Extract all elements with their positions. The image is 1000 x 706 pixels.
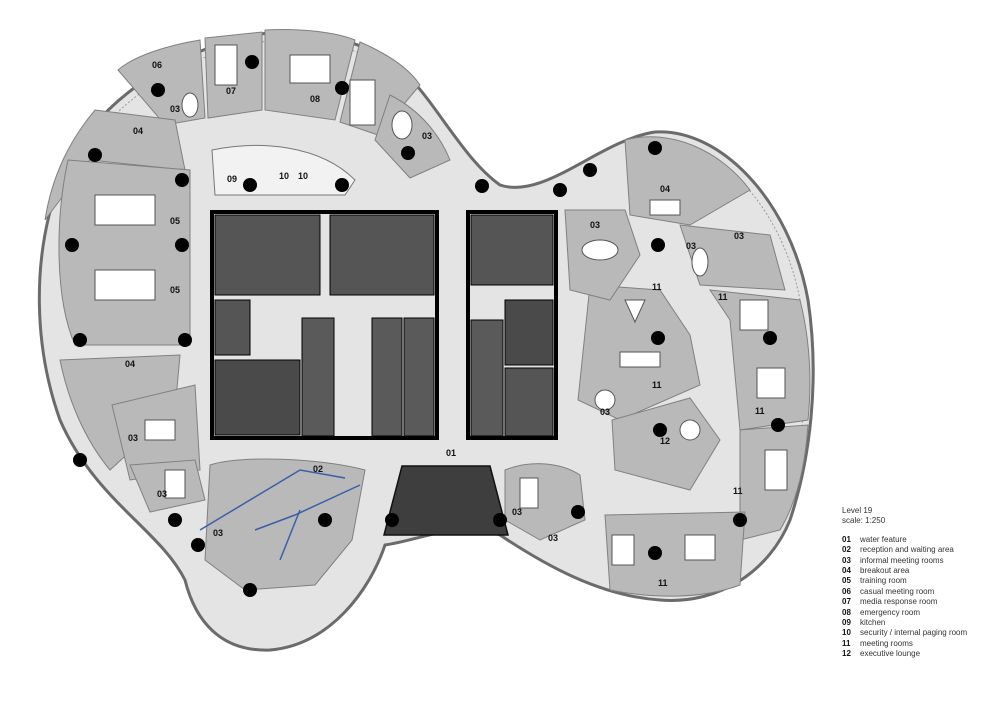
legend-item-number: 02 [842,545,851,555]
core-right-block3 [504,367,554,437]
legend-item: 07 media response room [842,597,967,607]
room-11-bottom-zone [604,511,746,597]
room-label: 03 [590,220,600,230]
room-label: 10 [279,171,289,181]
legend-item-number: 01 [842,534,851,544]
legend-item-label: emergency room [860,607,921,617]
legend-item: 06 casual meeting room [842,587,967,597]
legend-item: 03 informal meeting rooms [842,556,967,566]
core-left-bottom-block [214,359,301,436]
legend-item: 05 training room [842,576,967,586]
legend-item: 02 reception and waiting area [842,545,967,555]
legend-item-label: reception and waiting area [860,545,954,555]
legend-item-number: 12 [842,649,851,659]
room-label: 03 [734,231,744,241]
legend-item: 01 water feature [842,535,967,545]
room-label: 11 [658,578,668,588]
legend-item: 08 emergency room [842,608,967,618]
room-label: 03 [170,104,180,114]
legend-item-number: 06 [842,586,851,596]
room-label: 03 [548,533,558,543]
core-right-top-block [470,214,554,286]
room-label: 08 [310,94,320,104]
room-label: 03 [422,131,432,141]
legend-item-label: meeting rooms [860,638,913,648]
legend-item-number: 09 [842,618,851,628]
room-label: 04 [125,359,135,369]
room-label: 03 [512,507,522,517]
room-label: 04 [133,126,143,136]
legend-item-label: breakout area [860,566,910,576]
legend-title: Level 19 [842,506,873,515]
furniture [94,44,788,566]
room-05-zone [58,159,191,346]
legend-item-label: water feature [860,534,907,544]
legend-item-label: casual meeting room [860,586,935,596]
reception-lines [199,469,361,561]
room-label: 10 [298,171,308,181]
room-03-top-zone [374,94,451,179]
legend-item-number: 11 [842,638,851,648]
columns [65,55,785,597]
core-right-block2 [504,299,554,366]
legend-item-number: 07 [842,597,851,607]
room-label: 04 [660,184,670,194]
room-label: 06 [152,60,162,70]
room-label: 03 [686,241,696,251]
room-label: 11 [718,292,728,302]
legend-item-label: kitchen [860,618,886,628]
room-label: 07 [226,86,236,96]
core-shaft-2 [371,317,403,437]
legend-item: 04 breakout area [842,566,967,576]
core-left-top-block2 [329,214,435,296]
legend-items: 01 water feature 02 reception and waiting a… [842,535,967,660]
legend-item-label: executive lounge [860,649,921,659]
core-left-lower-block [214,299,251,356]
legend-item-number: 03 [842,555,851,565]
core-left-top-block [214,214,321,296]
room-label: 09 [227,174,237,184]
legend-item-number: 10 [842,628,851,638]
room-label: 03 [600,407,610,417]
legend-item-label: informal meeting rooms [860,555,944,565]
legend-item-label: training room [860,576,907,586]
room-label: 05 [170,285,180,295]
legend-item: 09 kitchen [842,618,967,628]
core-shaft-3 [403,317,435,437]
room-02-zone [204,458,366,591]
room-label: 03 [128,433,138,443]
building-core [210,210,558,440]
room-label: 12 [660,436,670,446]
core-right-shaft [470,319,504,437]
room-label: 03 [157,489,167,499]
legend: Level 19 scale: 1:250 01 water feature 02 r… [842,506,967,660]
room-label: 05 [170,216,180,226]
legend-item-number: 08 [842,607,851,617]
room-label: 11 [652,380,662,390]
room-label: 03 [213,528,223,538]
legend-item: 10 security / internal paging room [842,628,967,638]
legend-item: 12 executive lounge [842,649,967,659]
room-label: 11 [755,406,765,416]
room-label: 02 [313,464,323,474]
legend-item-label: security / internal paging room [860,628,968,638]
core-shaft-1 [301,317,335,437]
legend-scale: scale: 1:250 [842,516,886,526]
legend-item-label: media response room [860,597,938,607]
room-label: 01 [446,448,456,458]
water-feature [383,465,509,536]
legend-item-number: 05 [842,576,851,586]
legend-item-number: 04 [842,566,851,576]
legend-item: 11 meeting rooms [842,639,967,649]
room-label: 11 [733,486,743,496]
room-04-left-zone [44,109,186,221]
room-label: 11 [652,282,662,292]
room-labels: 01 02 06 03 04 07 08 03 09 10 10 05 05 0… [125,60,765,588]
